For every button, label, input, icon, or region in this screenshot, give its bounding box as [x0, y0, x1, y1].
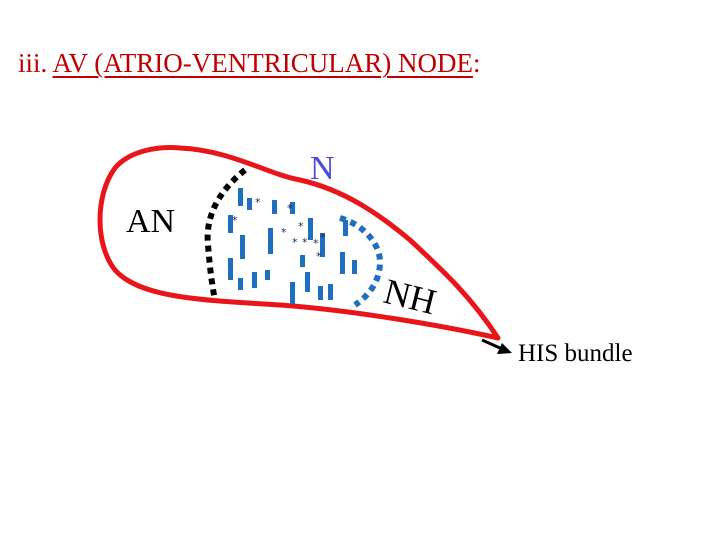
- star-cell: *: [313, 237, 319, 250]
- title-number: iii.: [18, 48, 48, 78]
- cell: [238, 188, 243, 206]
- cell: [328, 284, 333, 300]
- cell: [290, 282, 295, 304]
- cell: [305, 272, 310, 292]
- cell: [268, 228, 273, 254]
- star-cell: *: [281, 226, 287, 239]
- an-boundary: [204, 167, 247, 301]
- cell: [228, 215, 233, 233]
- nodal-cells: [228, 188, 357, 304]
- cell: [240, 235, 245, 259]
- star-cell: *: [302, 236, 308, 249]
- cell: [272, 200, 277, 214]
- cell: [238, 278, 243, 290]
- transitional-cells: * * * * * * * * * *: [232, 196, 326, 263]
- cell: [290, 202, 295, 214]
- label-n: N: [310, 150, 335, 187]
- star-cell: *: [320, 231, 326, 244]
- his-arrow: [481, 338, 512, 354]
- title-topic: AV (ATRIO-VENTRICULAR) NODE: [52, 48, 474, 78]
- slide-title: iii. AV (ATRIO-VENTRICULAR) NODE:: [18, 48, 481, 79]
- cell: [318, 286, 323, 300]
- cell: [320, 233, 325, 257]
- star-cell: *: [232, 214, 238, 227]
- cell: [247, 198, 252, 210]
- label-an: AN: [126, 203, 176, 240]
- title-colon: :: [473, 48, 481, 78]
- cell: [340, 252, 345, 274]
- label-his-bundle: HIS bundle: [518, 340, 633, 367]
- node-outline: [97, 145, 501, 341]
- cell: [343, 220, 348, 236]
- cell: [352, 260, 357, 274]
- cell: [265, 270, 270, 280]
- star-cell: *: [287, 202, 293, 215]
- cell: [252, 272, 257, 288]
- cell: [300, 255, 305, 267]
- star-cell: *: [292, 236, 298, 249]
- star-cell: *: [298, 220, 304, 233]
- star-cell: *: [255, 196, 261, 209]
- cell: [308, 218, 313, 240]
- cell: [228, 258, 233, 280]
- star-cell: *: [316, 250, 322, 263]
